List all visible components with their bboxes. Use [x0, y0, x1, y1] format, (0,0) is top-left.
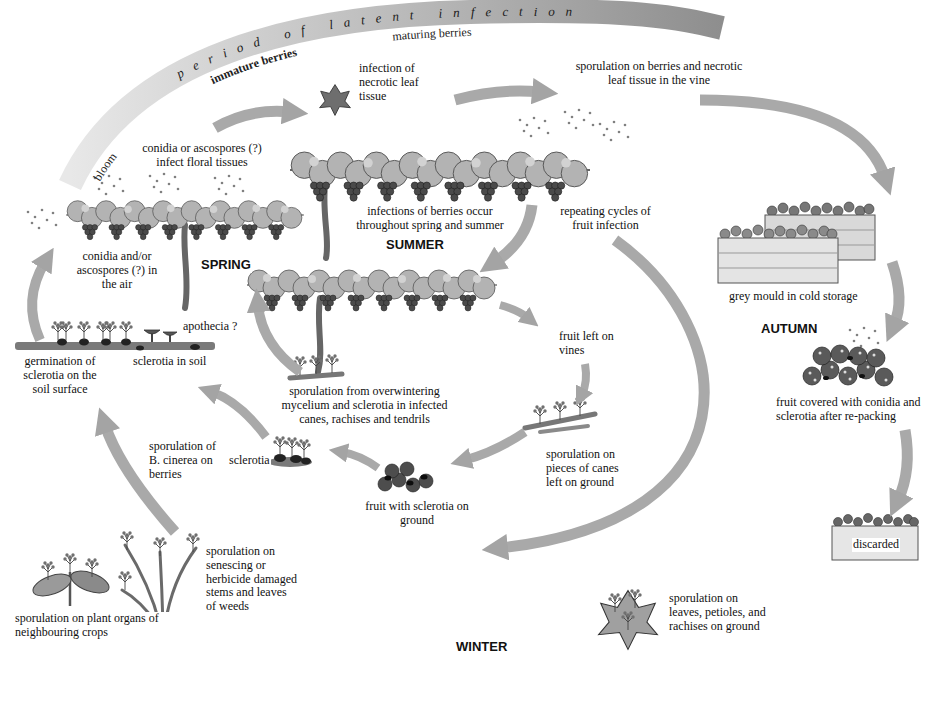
season-label: SPRING: [200, 258, 252, 273]
neighbouring-crop: [30, 553, 112, 606]
process-note: sporulation on leaves, petioles, and rac…: [668, 592, 773, 633]
process-note: fruit with sclerotia on ground: [358, 500, 476, 528]
text-path: bloom: [90, 149, 120, 183]
process-note: sporulation on berries and necrotic leaf…: [570, 60, 748, 88]
part-label: discarded: [852, 538, 900, 552]
process-note: sporulation on pieces of canes left on g…: [545, 448, 633, 489]
season-label: SUMMER: [385, 238, 445, 253]
process-note: fruit left on vines: [558, 330, 620, 358]
text-path: immature berries: [208, 45, 298, 87]
process-note: repeating cycles of fruit infection: [548, 205, 663, 233]
process-note: germination of sclerotia on the soil sur…: [16, 355, 104, 396]
process-note: sporulation of B. cinerea on berries: [148, 440, 226, 481]
sporulating-sclerotia: [268, 436, 312, 467]
process-note: sporulation from overwintering mycelium …: [272, 385, 457, 426]
mouldy-fruit: [803, 345, 893, 386]
text-path: maturing berries: [392, 25, 472, 43]
storage-crates: [718, 202, 875, 283]
process-note: grey mould in cold storage: [728, 290, 888, 304]
season-label: AUTUMN: [760, 322, 818, 337]
season-label: WINTER: [455, 640, 508, 655]
process-note: sporulation on senescing or herbicide da…: [205, 545, 300, 614]
canes-on-ground: [525, 397, 595, 432]
spring-vine: [66, 201, 304, 240]
latent-period-band: [70, 11, 722, 185]
stage-label: immature berries: [208, 45, 298, 87]
stage-label: bloom: [90, 149, 120, 183]
process-note: infections of berries occur throughout s…: [345, 205, 515, 233]
stage-label: maturing berries: [392, 25, 472, 43]
process-note: conidia or ascospores (?) infect floral …: [132, 142, 272, 170]
fruit-with-sclerotia: [378, 462, 433, 492]
ground-leaf: [599, 589, 658, 649]
winter-vine: [247, 270, 497, 311]
process-note: fruit covered with conidia and sclerotia…: [775, 396, 940, 424]
cycle-arrows: [32, 91, 907, 548]
airborne-spores: [27, 109, 880, 348]
process-note: infection of necrotic leaf tissue: [358, 62, 446, 103]
summer-vine: [290, 152, 590, 201]
part-label: sclerotia: [228, 454, 271, 468]
process-note: conidia and/or ascospores (?) in the air: [72, 250, 162, 291]
process-note: sclerotia in soil: [132, 355, 207, 369]
process-note: apothecia ?: [182, 320, 238, 334]
arc-text-group: period of latent infectionbloomimmature …: [90, 4, 583, 184]
necrotic-leaf: [320, 85, 351, 116]
discarded-crate: [832, 514, 919, 561]
process-note: sporulation on plant organs of neighbour…: [14, 612, 179, 640]
weeds: [118, 531, 199, 625]
